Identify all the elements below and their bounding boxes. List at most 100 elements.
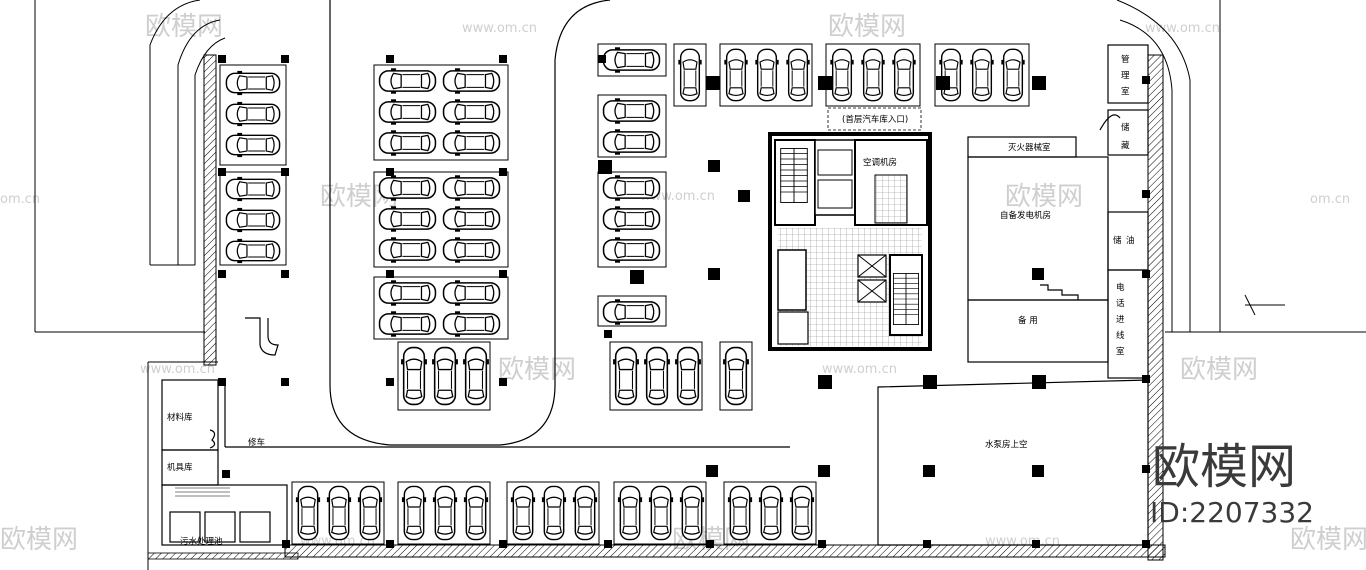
car-icon: [378, 99, 437, 125]
column-square: [598, 55, 606, 63]
column-square: [281, 270, 289, 278]
column-square: [386, 55, 394, 63]
north-arrow: [1244, 294, 1285, 316]
car-icon: [602, 237, 661, 263]
watermark-brand: 欧模网: [0, 525, 78, 555]
car-icon: [225, 101, 281, 127]
service-rooms: [161, 317, 288, 546]
column-square: [281, 55, 289, 63]
car-icon: [462, 346, 490, 406]
watermark-stamp: 欧模网 ID:2207332: [1150, 439, 1314, 529]
column-square: [386, 378, 394, 386]
oil-label: 储: [1113, 235, 1122, 246]
repair-label: 修车: [248, 437, 265, 448]
column-square: [499, 168, 507, 176]
column-square: [1142, 190, 1150, 198]
car-icon: [785, 48, 811, 102]
car-icon: [510, 485, 536, 541]
column-square: [499, 378, 507, 386]
column-square: [706, 76, 720, 90]
phone-room-label: 室: [1116, 346, 1125, 357]
ac-room-label: 空调机房: [863, 157, 897, 168]
column-square: [604, 330, 612, 338]
mgmt-label: 管: [1121, 54, 1130, 65]
car-icon: [572, 485, 598, 541]
car-icon: [829, 48, 855, 102]
watermark-site: www.om.cn: [1145, 21, 1220, 36]
driveway-loop: [224, 0, 790, 448]
car-icon: [602, 47, 661, 73]
column-square: [282, 540, 290, 548]
car-icon: [378, 130, 437, 156]
column-square: [218, 168, 226, 176]
watermark-brand: 欧模网: [498, 355, 576, 385]
column-square: [1032, 465, 1044, 477]
spare-label: 备 用: [1018, 315, 1038, 326]
car-icon: [400, 346, 428, 406]
column-square: [1142, 270, 1150, 278]
car-icon: [225, 176, 281, 202]
car-icon: [789, 485, 815, 541]
column-square: [706, 465, 718, 477]
watermark-site: om.cn: [1310, 192, 1350, 207]
column-square: [630, 270, 644, 284]
car-icon: [225, 70, 281, 96]
column-square: [499, 270, 507, 278]
watermark-site: www.om.cn: [822, 362, 897, 377]
watermark-brand: 欧模网: [1290, 525, 1366, 555]
column-square: [923, 540, 931, 548]
phone-room-label: 话: [1116, 298, 1125, 309]
car-icon: [225, 207, 281, 233]
column-square: [706, 540, 714, 548]
column-square: [818, 540, 826, 548]
car-icon: [442, 311, 501, 337]
car-icon: [648, 485, 674, 541]
car-icon: [442, 206, 501, 232]
car-icon: [442, 68, 501, 94]
column-square: [818, 375, 832, 389]
car-icon: [643, 346, 671, 406]
column-square: [218, 270, 226, 278]
column-square: [818, 465, 830, 477]
column-square: [499, 540, 507, 548]
watermark-brand: 欧模网: [1005, 182, 1083, 212]
car-icon: [602, 299, 661, 325]
watermark-site: www.om.cn: [140, 362, 215, 377]
car-icon: [431, 346, 459, 406]
car-icon: [357, 485, 383, 541]
pump-room-label: 水泵房上空: [985, 439, 1028, 450]
column-square: [218, 55, 226, 63]
car-icon: [225, 238, 281, 264]
car-icon: [722, 346, 750, 406]
car-icon: [602, 206, 661, 232]
column-square: [386, 168, 394, 176]
car-icon: [860, 48, 886, 102]
column-square: [218, 378, 226, 386]
car-icon: [378, 237, 437, 263]
sewage-label: 污水处理池: [180, 536, 223, 547]
column-square: [936, 76, 950, 90]
tool-room-label: 机具库: [167, 462, 193, 473]
column-square: [708, 160, 720, 172]
column-square: [499, 55, 507, 63]
column-square: [1142, 76, 1150, 84]
car-icon: [378, 175, 437, 201]
car-icon: [442, 175, 501, 201]
car-icon: [602, 98, 661, 124]
storage-label: 藏: [1121, 140, 1130, 151]
column-square: [604, 540, 612, 548]
column-square: [1032, 540, 1040, 548]
column-square: [818, 76, 832, 90]
car-icon: [378, 206, 437, 232]
car-icon: [679, 485, 705, 541]
car-icon: [758, 485, 784, 541]
car-icon: [442, 237, 501, 263]
generator-room-label: 自备发电机房: [1000, 210, 1051, 221]
car-icon: [969, 48, 995, 102]
car-icon: [378, 68, 437, 94]
car-icon: [442, 130, 501, 156]
column-square: [923, 465, 935, 477]
entrance-note-text: (首层汽车库入口): [842, 114, 908, 125]
watermark-site: www.om.cn: [462, 21, 537, 36]
